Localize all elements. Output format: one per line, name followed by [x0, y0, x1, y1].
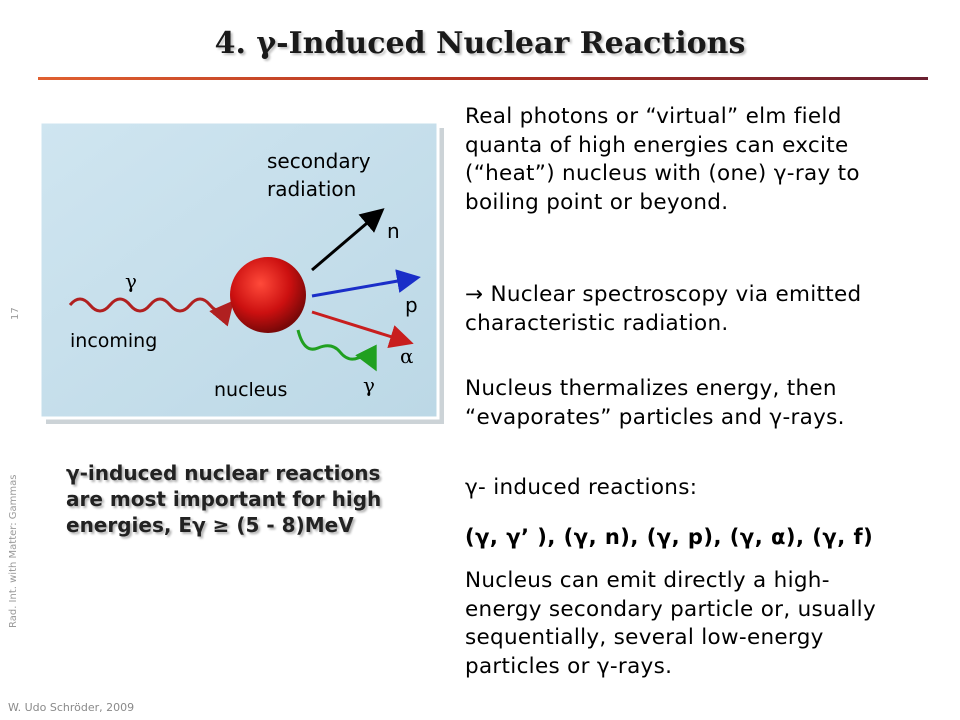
page-number: 17	[10, 307, 21, 320]
paragraph-real-photons: Real photons or “virtual” elm field quan…	[465, 103, 860, 217]
secondary-radiation-label-1: secondary	[267, 149, 371, 173]
incoming-label: incoming	[70, 330, 157, 352]
neutron-label: n	[387, 219, 400, 243]
incoming-gamma-wave	[68, 297, 234, 327]
note-line: γ-induced nuclear reactions	[66, 461, 381, 485]
sidebar-course-title: Rad. Int. with Matter: Gammas	[8, 474, 19, 628]
gamma-in-label: γ	[125, 269, 137, 293]
author-credit: W. Udo Schröder, 2009	[8, 701, 135, 714]
text-line: particles or γ-rays.	[465, 653, 673, 679]
text-line: quanta of high energies can excite	[465, 132, 849, 158]
text-line: energy secondary particle or, usually	[465, 596, 876, 622]
text-line: Nucleus thermalizes energy, then	[465, 376, 837, 401]
text-line: Real photons or “virtual” elm field	[465, 104, 842, 129]
slide-title: 4. γ-Induced Nuclear Reactions	[214, 26, 746, 61]
text-line: characteristic radiation.	[465, 310, 729, 336]
text-line: boiling point or beyond.	[465, 189, 729, 215]
paragraph-emission: Nucleus can emit directly a high- energy…	[465, 567, 876, 681]
nucleus-sphere	[230, 257, 306, 333]
gamma-importance-note: γ-induced nuclear reactions are most imp…	[66, 460, 381, 538]
note-line: are most important for high	[66, 487, 382, 511]
outgoing-gamma-wave	[296, 329, 377, 372]
text-line: → Nuclear spectroscopy via emitted	[465, 282, 862, 307]
diagram-background	[38, 120, 440, 420]
reactions-heading: γ- induced reactions:	[465, 475, 698, 500]
text-line: sequentially, several low-energy	[465, 625, 824, 650]
text-line: (“heat”) nucleus with (one) γ-ray to	[465, 161, 860, 186]
paragraph-spectroscopy: → Nuclear spectroscopy via emitted chara…	[465, 281, 861, 338]
alpha-arrow	[311, 310, 414, 349]
alpha-label: α	[400, 344, 414, 368]
note-line: energies, Eγ ≥ (5 - 8)MeV	[66, 513, 354, 537]
proton-label: p	[405, 293, 418, 317]
title-underline	[38, 77, 928, 80]
text-line: Nucleus can emit directly a high-	[465, 568, 830, 593]
gamma-out-label: γ	[363, 373, 375, 397]
secondary-radiation-label-2: radiation	[267, 177, 356, 201]
neutron-arrow	[311, 208, 385, 272]
nucleus-label: nucleus	[214, 379, 287, 401]
proton-arrow	[311, 269, 421, 298]
paragraph-thermalizes: Nucleus thermalizes energy, then “evapor…	[465, 375, 845, 432]
reaction-diagram: secondary radiation n p α γ γ incoming n…	[38, 120, 444, 424]
text-line: “evaporates” particles and γ-rays.	[465, 404, 845, 430]
reaction-list: (γ, γ’ ), (γ, n), (γ, p), (γ, α), (γ, f)	[465, 525, 874, 549]
